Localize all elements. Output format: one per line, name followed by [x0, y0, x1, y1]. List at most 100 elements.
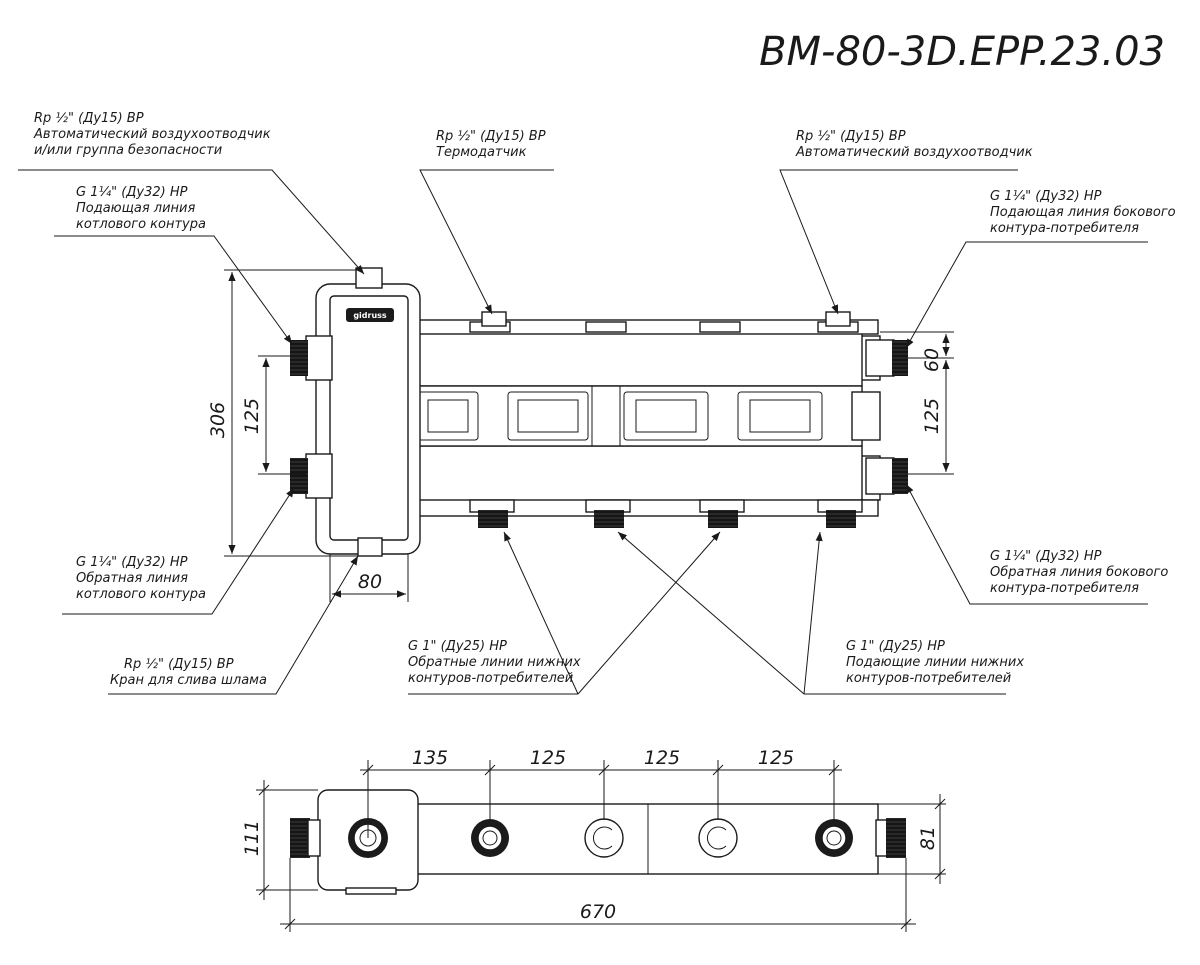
- plan-view: [290, 789, 906, 895]
- dim-plan-third: 125: [644, 747, 680, 769]
- plan-socket: [821, 825, 847, 851]
- air-vent-right-spec: Rp ½" (Ду15) ВР: [796, 129, 906, 144]
- boiler-return-fitting: [305, 453, 333, 499]
- plan-socket-bore: [826, 830, 842, 846]
- separator-top-socket: [355, 267, 383, 289]
- band-window: [623, 391, 709, 441]
- tick: [712, 764, 724, 776]
- plan-plug-slot: [707, 826, 727, 850]
- dim-separator-width: 80: [358, 571, 382, 593]
- tick: [598, 764, 610, 776]
- separator-body: [329, 295, 409, 541]
- air-vent-left-spec: Rp ½" (Ду15) ВР: [34, 111, 144, 126]
- thermo-sensor-spec: Rp ½" (Ду15) ВР: [436, 129, 546, 144]
- bottom-supply-nipple-1: [594, 510, 624, 528]
- drawing-title: BM-80-3D.EPP.23.03: [759, 29, 1165, 75]
- boiler-supply-fitting: [305, 335, 333, 381]
- thermo-sensor-leader: [419, 169, 554, 315]
- plan-plug: [698, 818, 738, 858]
- side-supply-spec: G 1¼" (Ду32) НР: [990, 189, 1102, 204]
- plan-right-thread: [886, 818, 906, 858]
- tick: [258, 784, 270, 796]
- bottom-return-nipple-1: [478, 510, 508, 528]
- side-supply-thread: [892, 340, 908, 376]
- tick: [484, 764, 496, 776]
- right-top-fitting: [865, 339, 895, 377]
- band-window-inner: [749, 399, 811, 433]
- bottom-supply-nipple-2: [826, 510, 856, 528]
- dim-plan-first: 135: [412, 747, 448, 769]
- tick: [934, 798, 946, 810]
- dim-height-total: 306: [207, 402, 229, 438]
- front-view: gidruss: [290, 267, 908, 557]
- tick: [934, 868, 946, 880]
- dim-plan-depth-left: 111: [241, 820, 263, 856]
- brand-logo: [346, 308, 394, 322]
- boiler-return-desc2: котлового контура: [76, 587, 206, 602]
- drain-valve-desc: Кран для слива шлама: [110, 673, 267, 688]
- upper-boss: [585, 321, 627, 333]
- plan-plug-slot: [593, 826, 613, 850]
- dim-boiler-spacing: 125: [241, 398, 263, 434]
- bottom-return-desc: Обратные линии нижних: [408, 655, 581, 670]
- band-window: [507, 391, 589, 441]
- plan-socket: [477, 825, 503, 851]
- boiler-return-desc: Обратная линия: [76, 571, 188, 586]
- tick: [284, 918, 296, 930]
- side-return-desc2: контура-потребителя: [990, 581, 1139, 596]
- tick: [828, 764, 840, 776]
- bottom-supply-spec: G 1" (Ду25) НР: [846, 639, 945, 654]
- band-window: [737, 391, 823, 441]
- boiler-supply-leader: [54, 235, 293, 345]
- dim-plan-fourth: 125: [758, 747, 794, 769]
- side-return-leader: [905, 483, 1148, 605]
- front-dimensions: 306 125 80 60 125: [207, 269, 954, 602]
- side-return-spec: G 1¼" (Ду32) НР: [990, 549, 1102, 564]
- upper-collector: [409, 331, 863, 387]
- bottom-return-nipple-2: [708, 510, 738, 528]
- air-vent-left-desc2: и/или группа безопасности: [34, 143, 222, 158]
- band-window-inner: [427, 399, 469, 433]
- bottom-return-leader-2: [577, 531, 721, 695]
- air-vent-right-leader: [779, 169, 1018, 315]
- plan-left-nut: [307, 819, 321, 857]
- bottom-supply-desc2: контуров-потребителей: [846, 671, 1011, 686]
- tick: [362, 764, 374, 776]
- dim-plan-depth-right: 81: [917, 826, 939, 850]
- boiler-supply-spec: G 1¼" (Ду32) НР: [76, 185, 188, 200]
- dim-right-top-offset: 60: [921, 348, 943, 372]
- right-spacer-block: [851, 391, 881, 441]
- drain-socket: [357, 537, 383, 557]
- thermo-sensor-socket: [481, 311, 507, 327]
- bottom-supply-leader-2: [803, 531, 823, 695]
- callouts: Rp ½" (Ду15) ВР Автоматический воздухоот…: [18, 111, 1176, 695]
- thermo-sensor-desc: Термодатчик: [436, 145, 527, 160]
- dim-right-spacing: 125: [921, 398, 943, 434]
- air-vent-right-desc: Автоматический воздухоотводчик: [795, 145, 1033, 160]
- boiler-return-spec: G 1¼" (Ду32) НР: [76, 555, 188, 570]
- tick: [258, 884, 270, 896]
- side-supply-desc: Подающая линия бокового: [990, 205, 1176, 220]
- boiler-supply-desc2: котлового контура: [76, 217, 206, 232]
- drain-valve-spec: Rp ½" (Ду15) ВР: [124, 657, 234, 672]
- bottom-return-leader-1: [503, 531, 579, 695]
- plan-socket-bore: [482, 830, 498, 846]
- air-vent-left-desc: Автоматический воздухоотводчик: [33, 127, 271, 142]
- air-vent-socket: [825, 311, 851, 327]
- side-supply-desc2: контура-потребителя: [990, 221, 1139, 236]
- plan-plug: [584, 818, 624, 858]
- boiler-supply-thread: [290, 340, 308, 376]
- bottom-supply-desc: Подающие линии нижних: [846, 655, 1024, 670]
- plan-dimensions: 135 125 125 125 111 81 670: [241, 747, 946, 932]
- side-return-desc: Обратная линия бокового: [990, 565, 1168, 580]
- dim-total-length: 670: [580, 901, 616, 923]
- lower-collector: [409, 445, 863, 503]
- band-window-inner: [635, 399, 697, 433]
- bottom-return-desc2: контуров-потребителей: [408, 671, 573, 686]
- plan-left-thread: [290, 818, 310, 858]
- right-bottom-fitting: [865, 457, 895, 495]
- drain-valve-leader: [108, 555, 359, 695]
- brand-logo-text: gidruss: [353, 311, 387, 320]
